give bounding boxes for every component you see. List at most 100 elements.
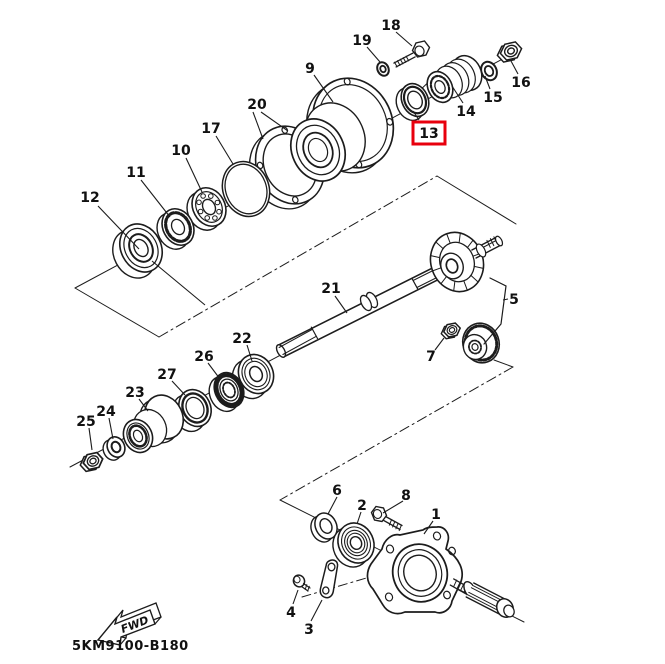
part-5-pinion-gear xyxy=(468,339,482,355)
part-23-coupling xyxy=(126,422,150,450)
part-5-bevel-gear xyxy=(463,280,468,291)
part-9-housing xyxy=(307,137,329,163)
part-21-shaft xyxy=(411,277,419,291)
leader-22 xyxy=(246,344,253,362)
part-21-shaft xyxy=(359,294,373,312)
leader-25 xyxy=(88,427,93,451)
part-18-bolt xyxy=(396,60,401,66)
leader-14 xyxy=(451,85,464,104)
leader-23 xyxy=(138,398,149,412)
callout-25[interactable]: 25 xyxy=(76,414,95,430)
part-5-bevel-gear xyxy=(493,236,498,245)
leader-7 xyxy=(434,337,445,351)
callout-22[interactable]: 22 xyxy=(232,331,251,347)
part-18-bolt xyxy=(394,61,398,68)
callout-26[interactable]: 26 xyxy=(194,349,213,365)
part-1-housing xyxy=(403,554,437,592)
part-9-housing xyxy=(295,124,341,176)
output-gear xyxy=(503,604,515,618)
callout-20[interactable]: 20 xyxy=(247,97,267,113)
part-1-housing xyxy=(397,549,443,597)
axis-corner-left xyxy=(74,287,160,338)
part-14-coupling xyxy=(429,74,451,100)
part-5-bevel-gear xyxy=(446,233,451,244)
callout-24[interactable]: 24 xyxy=(96,404,116,420)
callout-19[interactable]: 19 xyxy=(352,33,371,49)
part-12-seal xyxy=(128,233,154,263)
part-21-shaft xyxy=(310,326,319,340)
leader-16 xyxy=(510,60,519,75)
part-1-housing xyxy=(448,546,456,556)
callout-9[interactable]: 9 xyxy=(305,61,315,77)
part-4-screw xyxy=(293,575,301,584)
fwd-arrow xyxy=(119,637,127,646)
part-5-bevel-gear xyxy=(453,280,456,292)
callout-2[interactable]: 2 xyxy=(357,498,367,514)
callout-layer: 1234567891011121314151617181920212223242… xyxy=(76,18,530,638)
callout-8[interactable]: 8 xyxy=(401,488,411,504)
part-20-gasket xyxy=(291,196,299,204)
leader-6 xyxy=(327,496,338,515)
callout-15[interactable]: 15 xyxy=(483,90,502,106)
callout-12[interactable]: 12 xyxy=(80,190,99,206)
leader-17 xyxy=(215,135,234,165)
callout-7[interactable]: 7 xyxy=(426,349,436,365)
output-gear xyxy=(473,582,510,602)
part-code: 5KM9100-B180 xyxy=(72,639,189,654)
axis-gear-connect xyxy=(493,359,514,368)
part-10-bearing xyxy=(200,193,206,199)
part-4-screw xyxy=(304,584,308,590)
part-5-bevel-gear xyxy=(489,238,495,247)
part-1-housing xyxy=(432,531,442,541)
part-6-washer xyxy=(314,512,338,540)
callout-14[interactable]: 14 xyxy=(456,104,476,120)
callout-10[interactable]: 10 xyxy=(171,143,191,159)
callout-6[interactable]: 6 xyxy=(332,483,342,499)
part-6-washer xyxy=(319,518,333,534)
callout-5[interactable]: 5 xyxy=(509,292,519,308)
part-12-seal xyxy=(123,227,159,269)
part-16-nut xyxy=(506,47,516,55)
part-9-housing xyxy=(302,131,334,169)
part-18-bolt xyxy=(399,58,404,65)
callout-17[interactable]: 17 xyxy=(201,121,220,137)
part-10-bearing xyxy=(212,215,218,221)
part-8-bolt xyxy=(395,522,399,530)
callout-16[interactable]: 16 xyxy=(511,75,530,91)
callout-1[interactable]: 1 xyxy=(431,507,441,523)
axis-dashdot-lower xyxy=(279,366,514,501)
callout-11[interactable]: 11 xyxy=(126,165,145,181)
leader-13 xyxy=(412,110,420,121)
leader-9 xyxy=(313,74,334,103)
leader-21 xyxy=(334,295,348,314)
callout-21[interactable]: 21 xyxy=(321,281,340,297)
leader-1 xyxy=(423,520,434,535)
callout-27[interactable]: 27 xyxy=(157,367,176,383)
part-1-housing xyxy=(384,592,394,602)
part-8-bolt xyxy=(392,521,396,528)
callout-13[interactable]: 13 xyxy=(419,126,438,142)
part-13-collar xyxy=(407,90,423,110)
leader-12 xyxy=(151,260,206,306)
part-5-bevel-gear xyxy=(466,239,474,249)
callout-3[interactable]: 3 xyxy=(304,622,314,638)
callout-23[interactable]: 23 xyxy=(125,385,144,401)
part-10-bearing xyxy=(204,215,210,221)
callout-18[interactable]: 18 xyxy=(381,18,400,34)
part-24-washer xyxy=(110,440,122,454)
part-5-bevel-gear xyxy=(430,255,441,259)
part-22-bearing xyxy=(241,357,271,391)
part-5-bevel-gear xyxy=(470,274,479,283)
label-5-bracket xyxy=(483,277,507,345)
leader-20 xyxy=(260,111,289,132)
callout-4[interactable]: 4 xyxy=(286,605,296,621)
part-15-washer xyxy=(483,65,495,77)
part-2-bearing xyxy=(340,526,372,560)
leader-19 xyxy=(366,46,381,63)
axis-apex-right xyxy=(436,175,517,225)
leader-5 xyxy=(502,298,509,301)
output-gear xyxy=(460,583,465,591)
part-5-bevel-gear xyxy=(486,239,491,248)
part-19-washer xyxy=(379,64,387,74)
